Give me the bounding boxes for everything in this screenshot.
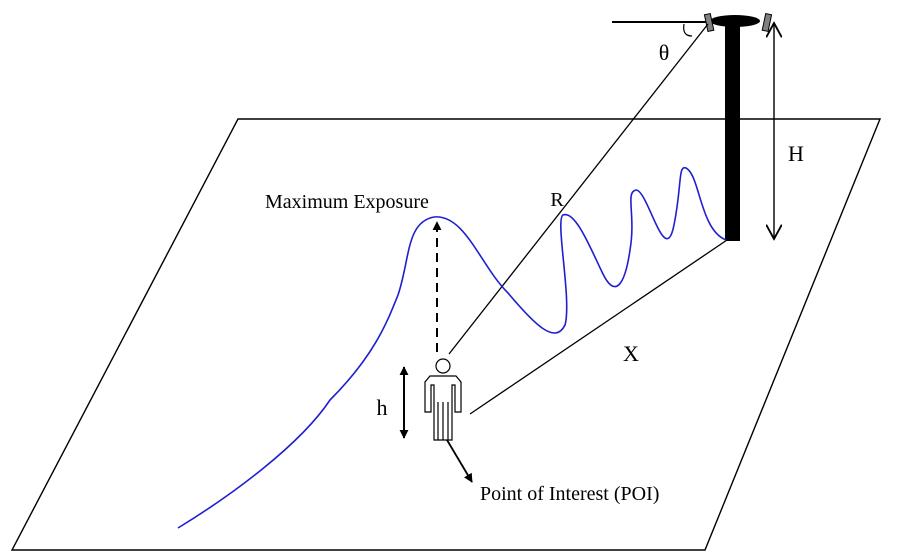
exposure-curve [177,167,727,529]
slant-distance-label: R [550,189,564,211]
tower-mast [725,26,740,241]
tower-height-label: H [788,141,804,166]
ground-plane [10,118,882,551]
poi-label: Point of Interest (POI) [480,483,659,505]
max-exposure-label: Maximum Exposure [265,191,429,213]
ground-distance-line [469,239,728,415]
slant-distance-line [448,23,709,355]
person-height-label: h [377,395,388,420]
person-icon [424,358,462,441]
theta-angle-arc [683,23,693,37]
ground-distance-label: X [623,341,639,366]
theta-label: θ [659,40,670,65]
poi-pointer-arrow [446,439,473,483]
